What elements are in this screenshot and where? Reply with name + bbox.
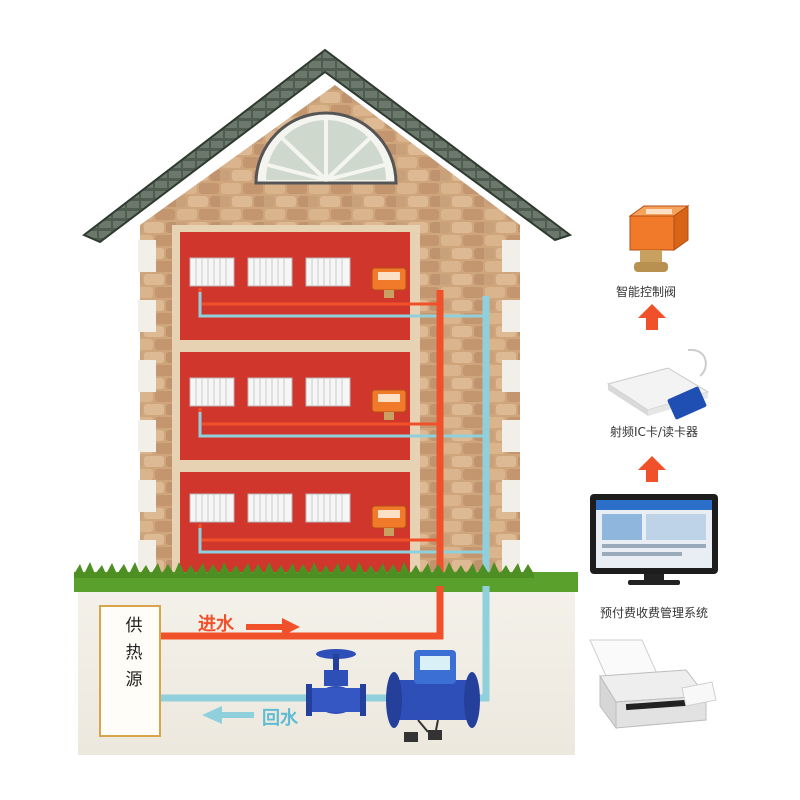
heat-source-label: 供 热 源 (108, 613, 160, 694)
smart-valve-icon (628, 205, 690, 272)
monitor-icon (590, 494, 718, 585)
flow-meter-icon (386, 650, 480, 742)
heat-source-char: 源 (125, 670, 143, 690)
arrow-up-icon (638, 304, 666, 330)
card-reader-icon (606, 348, 710, 420)
smart-valve-icon (371, 267, 407, 536)
room-pipes (198, 288, 486, 554)
arrow-up-icon (638, 456, 666, 482)
grass-strip (74, 562, 578, 592)
prepaid-system-label: 预付费收费管理系统 (600, 606, 709, 620)
card-reader-label: 射频IC卡/读卡器 (610, 425, 698, 439)
heat-source-char: 热 (125, 643, 143, 663)
radiator-icon (189, 257, 351, 523)
printer-icon (589, 639, 717, 730)
smart-valve-label: 智能控制阀 (616, 285, 677, 299)
heat-source-box (99, 605, 161, 737)
return-arrow-icon (202, 706, 254, 724)
heat-source-char: 供 (125, 616, 143, 636)
return-water-label: 回水 (262, 708, 298, 729)
supply-water-label: 进水 (198, 614, 234, 635)
gate-valve-icon (306, 649, 366, 716)
supply-arrow-icon (246, 618, 300, 636)
